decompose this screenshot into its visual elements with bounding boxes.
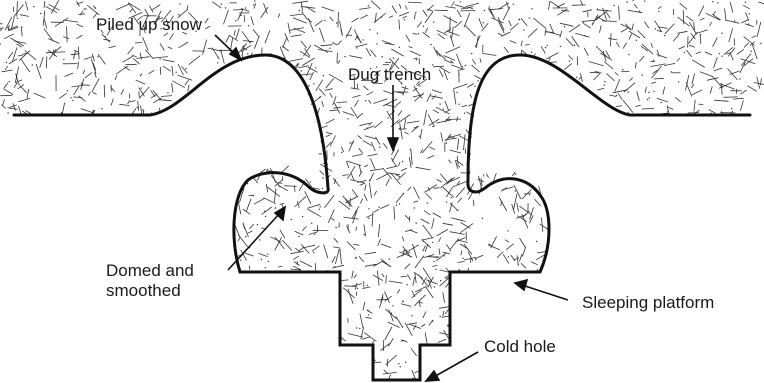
sleeping-platform-arrow [522, 285, 568, 300]
label-cold-hole: Cold hole [484, 337, 556, 356]
sleeping-platform-arrowhead [515, 280, 527, 290]
label-dug-trench: Dug trench [348, 65, 431, 84]
cold-hole-arrow [432, 352, 478, 378]
dug-trench-arrowhead [388, 138, 398, 150]
label-domed-line2: smoothed [106, 281, 181, 300]
cold-hole-arrowhead [426, 371, 439, 381]
label-piled-snow: Piled up snow [96, 15, 203, 34]
domed-arrowhead [275, 207, 285, 220]
label-domed-line1: Domed and [106, 261, 194, 280]
piled-snow-arrowhead [230, 48, 241, 60]
domed-arrow [228, 213, 280, 270]
label-sleeping-platform: Sleeping platform [582, 293, 714, 312]
